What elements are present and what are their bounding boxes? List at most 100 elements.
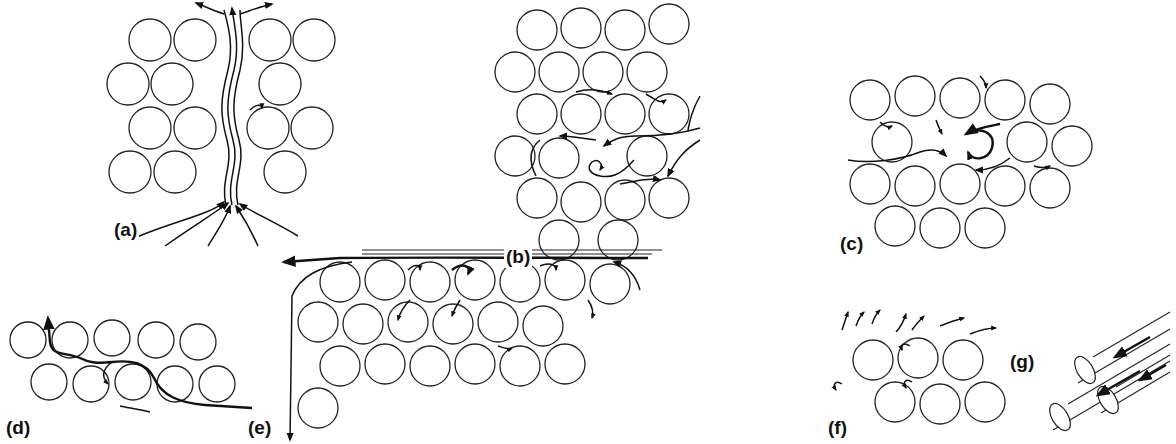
cylinder-section xyxy=(298,302,338,342)
flow-line xyxy=(1115,337,1150,357)
cylinder-section xyxy=(293,19,335,61)
flow-line xyxy=(1034,166,1050,168)
cylinder-section xyxy=(649,178,689,218)
flow-line xyxy=(531,140,540,176)
flow-line xyxy=(1053,361,1170,430)
flow-line xyxy=(588,300,593,318)
flow-line xyxy=(284,258,648,262)
cylinder-section xyxy=(517,178,557,218)
cylinder-section xyxy=(138,322,174,358)
cylinder-section xyxy=(583,52,623,92)
cylinder-section xyxy=(495,136,535,176)
cylinder-section xyxy=(94,320,130,356)
panel-label: (c) xyxy=(838,234,865,255)
cylinder-section xyxy=(853,340,893,380)
panel-c-cylinders xyxy=(850,76,1092,248)
cylinder-section xyxy=(410,262,450,302)
panel-f-flow xyxy=(834,310,996,390)
flow-line xyxy=(290,262,352,440)
flow-line xyxy=(250,105,262,110)
flow-line xyxy=(668,140,700,176)
flow-line xyxy=(901,344,910,350)
cylinder-section xyxy=(985,166,1025,206)
cylinder-section xyxy=(875,382,915,422)
cylinder-section xyxy=(291,107,333,149)
cylinder-section xyxy=(320,346,360,386)
cylinder-section xyxy=(115,364,151,400)
flow-line xyxy=(208,206,230,246)
cylinder-section xyxy=(985,80,1025,120)
cylinder-section xyxy=(850,80,890,120)
flow-line xyxy=(912,316,924,330)
flow-line xyxy=(240,4,272,14)
flow-line xyxy=(848,150,946,162)
flow-line xyxy=(48,318,252,408)
cylinder-section xyxy=(875,206,915,246)
cylinder-section xyxy=(410,346,450,386)
flow-line xyxy=(646,94,666,102)
cylinder-section xyxy=(455,344,495,384)
flow-line xyxy=(940,318,964,326)
panel-d-flow xyxy=(48,318,252,412)
cylinder-section xyxy=(31,364,67,400)
cylinder-section xyxy=(264,151,306,193)
cylinder-section xyxy=(174,19,216,61)
cylinder-section xyxy=(157,366,193,402)
flow-line xyxy=(936,120,942,134)
cylinder-section xyxy=(1030,84,1070,124)
panel-e-cylinders xyxy=(298,260,630,428)
flow-line xyxy=(604,128,700,146)
flow-line xyxy=(408,266,420,271)
panel-label: (b) xyxy=(504,247,532,268)
cylinder-section xyxy=(247,107,289,149)
cylinder-section xyxy=(1052,126,1092,166)
cylinder-section xyxy=(920,384,960,424)
cylinder-section xyxy=(898,338,938,378)
cylinder-section xyxy=(561,94,601,134)
cylinder-section xyxy=(965,382,1005,422)
flow-line xyxy=(872,310,880,324)
flow-line xyxy=(222,10,231,205)
cylinder-section xyxy=(249,19,291,61)
cylinder-section xyxy=(895,76,935,116)
cylinder-section xyxy=(180,324,216,360)
flow-line xyxy=(240,204,298,236)
cylinder-section xyxy=(517,10,557,50)
cylinder-section xyxy=(433,304,473,344)
cylinder-section xyxy=(478,302,518,342)
flow-line xyxy=(1098,371,1140,395)
cylinder-section xyxy=(1007,122,1047,162)
panel-label: (f) xyxy=(826,418,849,439)
flow-line xyxy=(856,312,864,326)
cylinder-section xyxy=(940,164,980,204)
flow-line xyxy=(540,264,556,270)
panel-e-flow xyxy=(284,258,648,440)
cylinder-section xyxy=(199,366,235,402)
cylinder-section xyxy=(343,304,383,344)
cylinder-section xyxy=(545,260,585,300)
flow-line xyxy=(1068,344,1170,404)
cylinder-section xyxy=(174,107,216,149)
cylinder-section xyxy=(895,166,935,206)
cylinder-section xyxy=(109,151,151,193)
cylinder-section xyxy=(539,138,579,178)
cylinder-section xyxy=(10,322,46,358)
flow-line xyxy=(970,328,996,334)
panel-label: (d) xyxy=(4,418,32,439)
cylinder-section xyxy=(943,340,983,380)
flow-line xyxy=(880,122,892,127)
cylinder-section xyxy=(627,136,667,176)
flow-line xyxy=(904,380,912,388)
cylinder-section xyxy=(151,63,193,105)
cylinder-section xyxy=(129,107,171,149)
flow-line xyxy=(560,136,596,140)
flow-line xyxy=(165,203,228,246)
flow-line xyxy=(398,300,410,320)
cylinder-section xyxy=(545,344,585,384)
cylinder-section xyxy=(920,208,960,248)
flow-line xyxy=(980,76,986,88)
cylinder-section xyxy=(605,180,645,220)
cylinder-section xyxy=(649,4,689,44)
cylinder-section xyxy=(107,63,149,105)
